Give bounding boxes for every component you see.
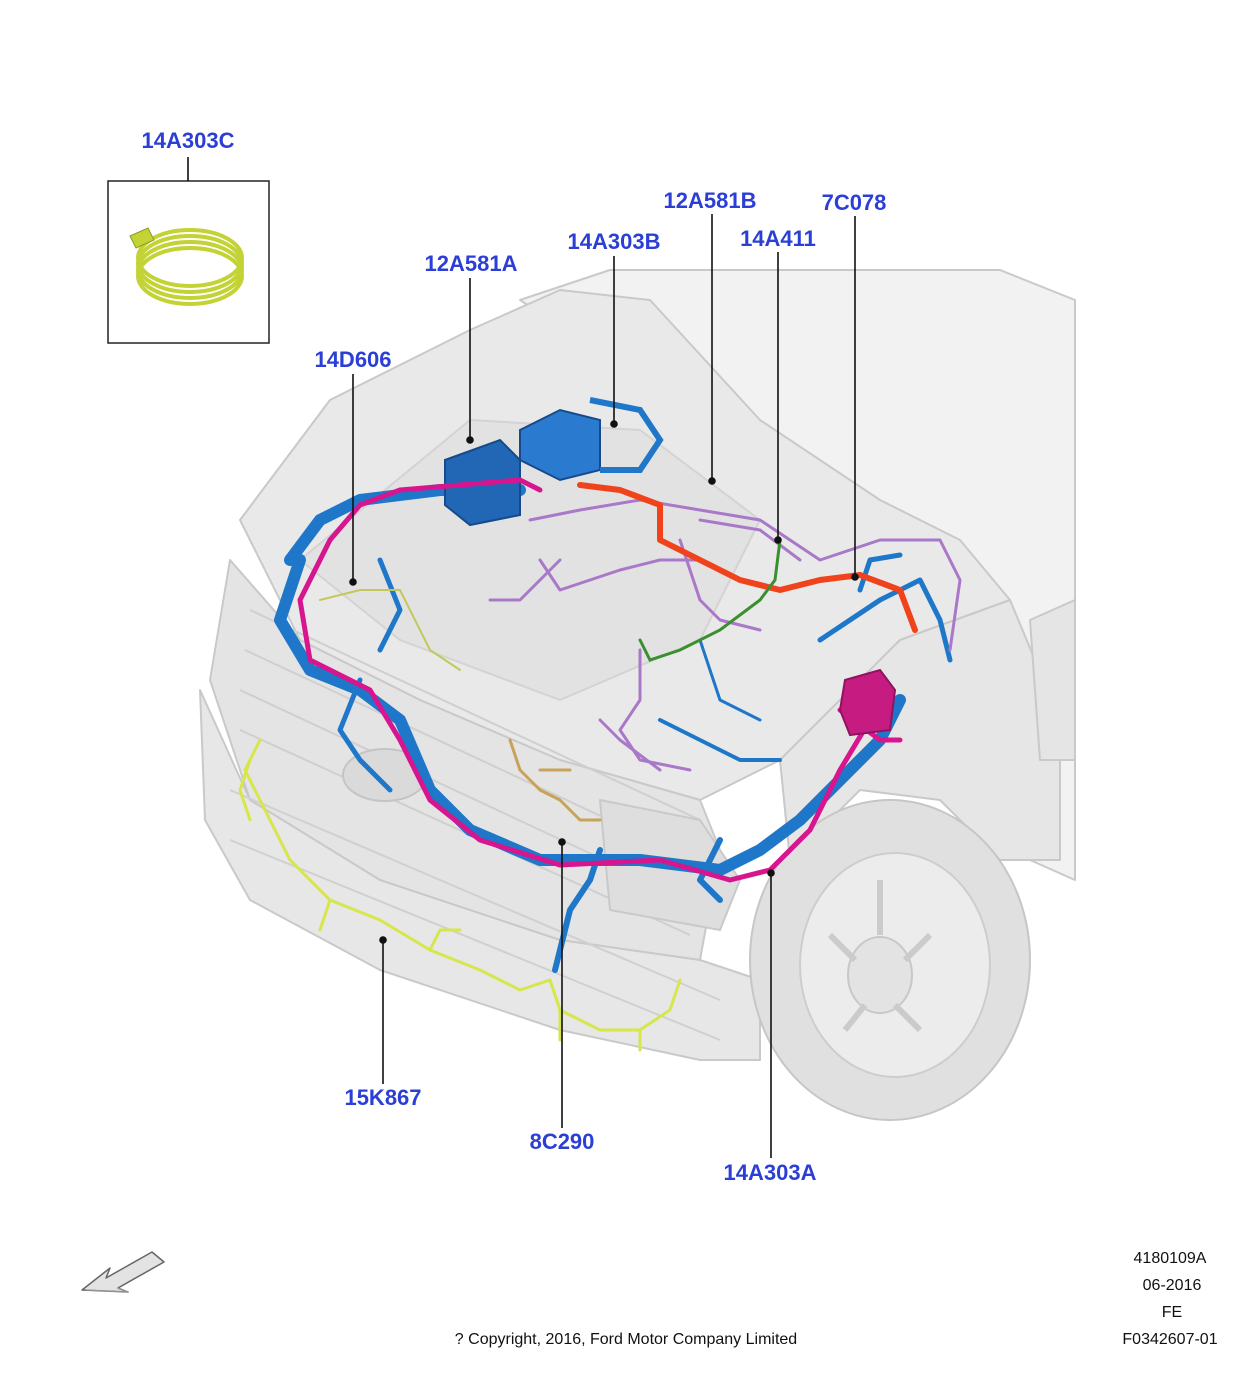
callout-14A303B: 14A303B <box>567 229 661 254</box>
harness-8C290 <box>508 738 602 822</box>
callout-12A581B: 12A581B <box>663 188 757 213</box>
figure-id: F0342607-01 <box>1122 1331 1218 1348</box>
fuse-box-blue <box>444 397 664 527</box>
harness-14A411 <box>638 538 782 662</box>
inset-14A303C <box>107 180 270 344</box>
callout-7C078: 7C078 <box>821 190 887 215</box>
callout-12A581A: 12A581A <box>424 251 518 276</box>
callout-14A411: 14A411 <box>740 226 816 251</box>
callout-15K867: 15K867 <box>344 1085 422 1110</box>
drawing-id: 4180109A <box>1133 1250 1207 1267</box>
front-direction-arrow-icon <box>81 1251 165 1293</box>
harness-14D606-thin <box>319 589 461 671</box>
callout-14D606: 14D606 <box>314 347 392 372</box>
callout-8C290: 8C290 <box>529 1129 595 1154</box>
drawing-date: 06-2016 <box>1142 1277 1202 1294</box>
coiled-harness-icon <box>136 228 244 306</box>
harness-12A581B <box>488 498 962 772</box>
drawing-code: FE <box>1161 1304 1183 1321</box>
callout-14A303C: 14A303C <box>141 128 235 153</box>
truck-body <box>199 269 1076 1121</box>
callout-14A303A: 14A303A <box>723 1160 817 1185</box>
harness-12A581A <box>577 482 918 633</box>
harness-15K867 <box>238 738 682 1052</box>
leader-lines <box>187 157 859 1158</box>
module-7C078-magenta <box>838 668 897 737</box>
copyright-notice: ? Copyright, 2016, Ford Motor Company Li… <box>454 1331 798 1348</box>
